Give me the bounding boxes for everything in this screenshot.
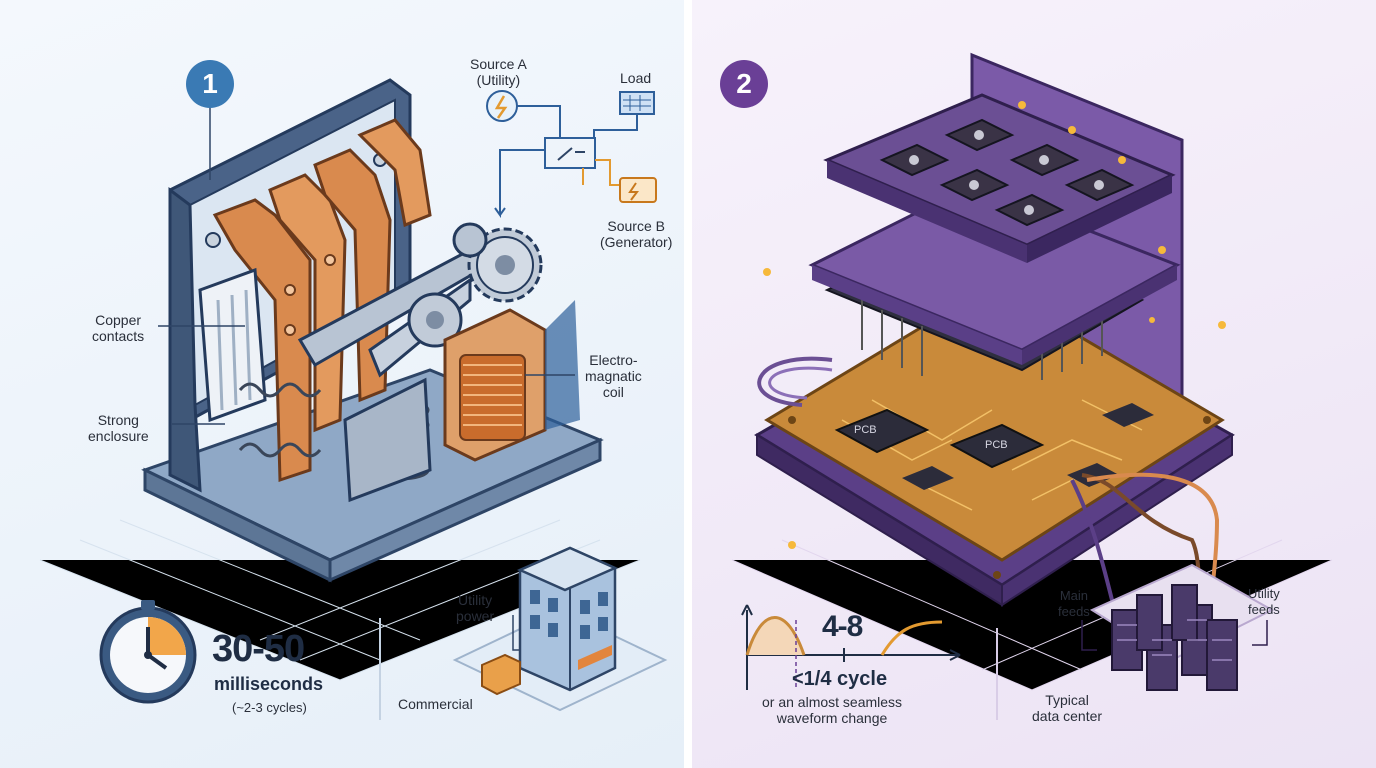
electromagnetic-coil — [443, 300, 580, 462]
transfer-schematic — [486, 90, 657, 219]
waveform-note-line1: or an almost seamless — [762, 694, 903, 710]
waveform-note-line2: waveform change — [776, 710, 888, 726]
strong-enclosure-line2: enclosure — [88, 428, 149, 444]
main-feeds-label: Main feeds — [1058, 588, 1090, 620]
wire-bundle-left — [757, 356, 833, 407]
copper-contacts-line1: Copper — [95, 312, 142, 328]
transfer-time-note: (~2-3 cycles) — [232, 700, 307, 715]
floor-grid — [39, 519, 641, 681]
copper-contacts-line2: contacts — [92, 328, 145, 344]
coil-line3: coil — [602, 384, 624, 400]
utility-power-line1: Utility — [457, 592, 493, 608]
clock-icon — [99, 600, 197, 704]
load-label: Load — [620, 70, 652, 86]
step-badge-1: 1 — [186, 60, 234, 108]
coil-line1: Electro- — [589, 352, 638, 368]
utility-feeds-line2: feeds — [1248, 602, 1280, 617]
leader-lines — [158, 96, 575, 425]
panel-solid-state: 2 PCB PCB 4-8 <1/4 cycle or an almost se… — [692, 0, 1376, 768]
panel-divider — [684, 0, 692, 768]
coil-line2: magnatic — [585, 368, 642, 384]
data-center-label: Typical data center — [1032, 692, 1102, 724]
transfer-time-unit: milliseconds — [214, 674, 324, 694]
copper-contacts — [212, 118, 432, 483]
strong-enclosure-label: Strong enclosure — [88, 412, 149, 444]
quarter-cycle-label: <1/4 cycle — [792, 668, 888, 690]
source-a-label: Source A (Utility) — [470, 56, 527, 88]
utility-feeds-line1: Utility — [1248, 586, 1280, 601]
commercial-label: Commercial — [398, 696, 473, 712]
pcb-chip-label-1: PCB — [854, 424, 877, 436]
arc-chute — [198, 267, 267, 423]
lever-mechanism — [297, 222, 543, 503]
data-center-line2: data center — [1032, 708, 1103, 724]
panel-electromechanical: 1 Source A (Utility) Load Source B (Gene… — [0, 0, 684, 768]
relay-illustration — [39, 78, 668, 720]
solid-state-illustration — [731, 52, 1333, 720]
source-b-title: Source B — [607, 218, 665, 234]
cable-utility — [1086, 472, 1220, 601]
waveform-graph — [741, 604, 961, 690]
utility-power-line2: power — [456, 608, 495, 624]
waveform-note: or an almost seamless waveform change — [762, 694, 902, 726]
transfer-time-value: 30-50 — [212, 628, 305, 670]
source-b-label: Source B (Generator) — [600, 218, 672, 250]
copper-contacts-label: Copper contacts — [92, 312, 144, 344]
step-badge-2: 2 — [720, 60, 768, 108]
transfer-time-value-right: 4-8 — [822, 610, 863, 643]
pcb-chips — [834, 403, 1154, 490]
source-a-title: Source A — [470, 56, 527, 72]
commercial-building — [452, 546, 668, 712]
source-b-subtitle: (Generator) — [600, 234, 673, 250]
source-a-subtitle: (Utility) — [476, 72, 521, 88]
data-center-racks — [1081, 563, 1275, 691]
data-center-line1: Typical — [1045, 692, 1089, 708]
main-feeds-line2: feeds — [1058, 604, 1090, 619]
heatsink-stack — [808, 93, 1181, 380]
indicator-lights — [763, 101, 1226, 549]
electromagnetic-coil-label: Electro- magnatic coil — [585, 352, 642, 400]
main-feeds-line1: Main — [1059, 588, 1088, 603]
pcb-chip-label-2: PCB — [985, 439, 1008, 451]
utility-power-label: Utility power — [456, 592, 494, 624]
strong-enclosure-line1: Strong — [97, 412, 139, 428]
utility-feeds-label: Utility feeds — [1248, 586, 1280, 618]
